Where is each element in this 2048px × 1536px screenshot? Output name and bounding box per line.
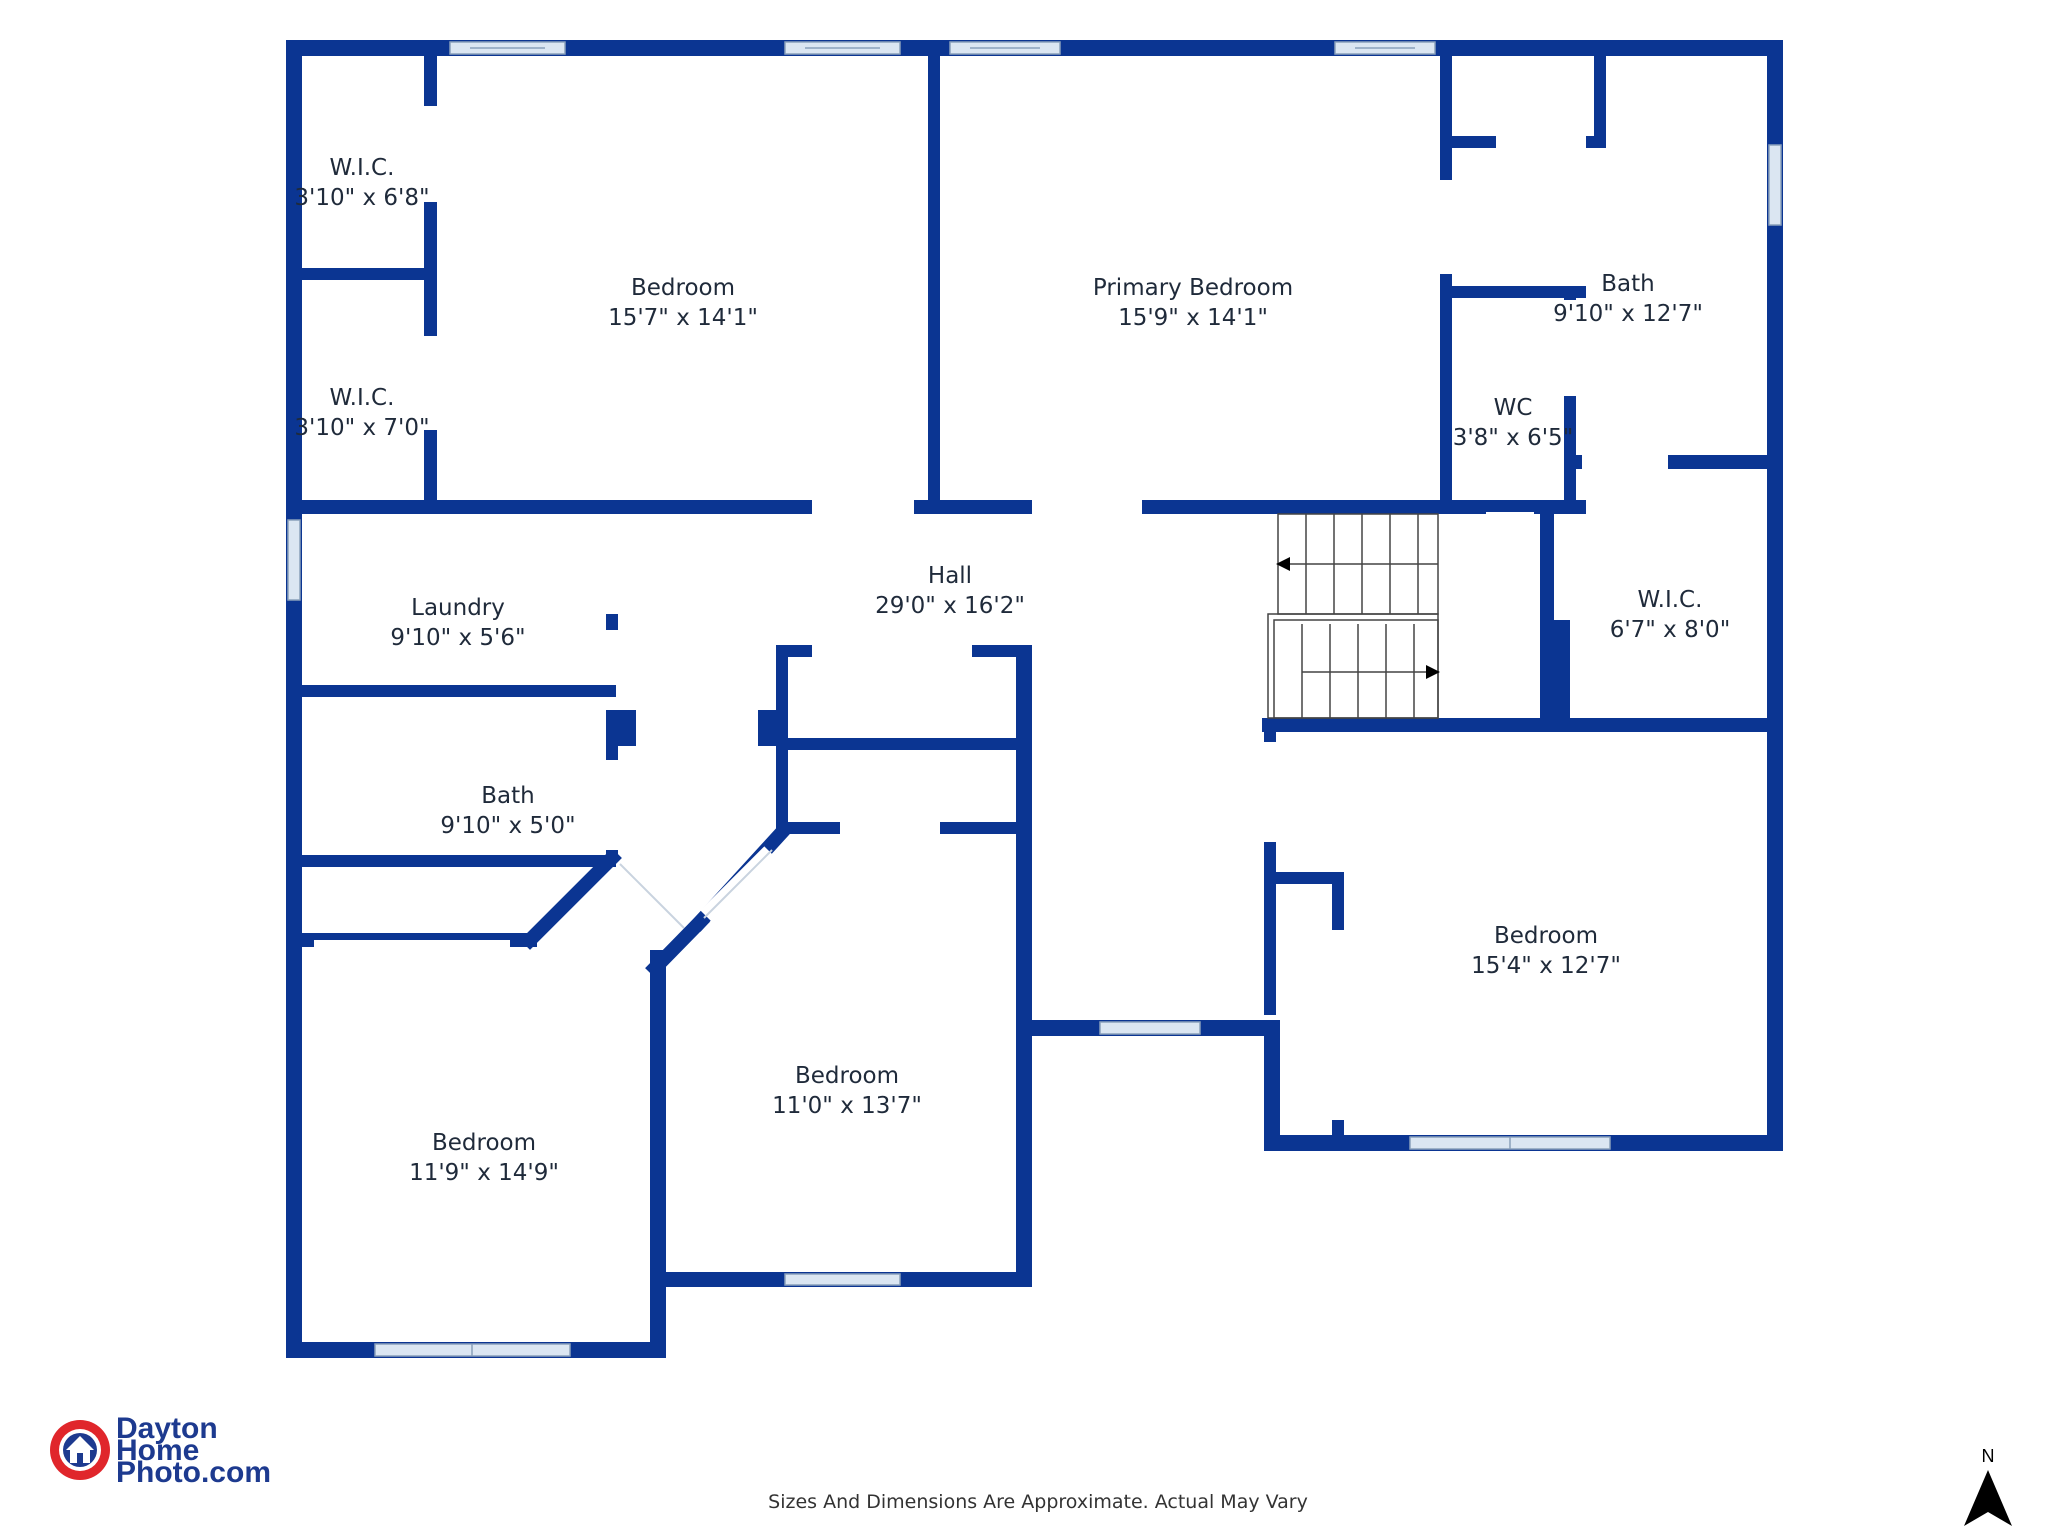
room-dims: 15'9" x 14'1" [1118,305,1268,331]
room-name: W.I.C. [330,155,395,181]
room-dims: 3'10" x 7'0" [294,415,429,441]
stair-arrows [1276,557,1440,679]
logo-line-2: Home [116,1434,199,1467]
room-dims: 3'10" x 6'8" [294,185,429,211]
house-badge-icon [50,1420,110,1480]
room-dims: 9'10" x 5'0" [440,813,575,839]
room-name: Bedroom [432,1130,536,1156]
room-dims: 15'4" x 12'7" [1471,953,1621,979]
logo-line-3: Photo.com [116,1456,271,1489]
room-name: Hall [928,563,972,589]
room-name: W.I.C. [1638,587,1703,613]
room-dims: 15'7" x 14'1" [608,305,758,331]
north-arrow-icon [1964,1470,2012,1526]
brand-logo: Dayton Home Photo.com [50,1412,271,1489]
room-name: Bath [1601,271,1654,297]
windows [287,41,1782,1357]
openings [314,106,1668,1120]
room-name: Bedroom [1494,923,1598,949]
room-dims: 29'0" x 16'2" [875,593,1025,619]
room-dims: 3'8" x 6'5" [1453,425,1574,451]
walls [286,40,1783,1358]
room-dims: 11'0" x 13'7" [772,1093,922,1119]
room-name: W.I.C. [330,385,395,411]
door-thresholds [619,849,773,929]
room-dims: 9'10" x 12'7" [1553,301,1703,327]
room-name: WC [1494,395,1533,421]
logo-line-1: Dayton [116,1412,218,1445]
stairs [1267,513,1439,719]
room-labels: W.I.C. 3'10" x 6'8" W.I.C. 3'10" x 7'0" … [294,155,1730,1186]
room-name: Bath [481,783,534,809]
north-arrow: N [1964,1446,2012,1526]
room-name: Laundry [411,595,505,621]
room-name: Primary Bedroom [1093,275,1293,301]
room-dims: 9'10" x 5'6" [390,625,525,651]
compass-label: N [1982,1446,1995,1466]
room-name: Bedroom [795,1063,899,1089]
room-dims: 6'7" x 8'0" [1610,617,1731,643]
room-dims: 11'9" x 14'9" [409,1160,559,1186]
room-name: Bedroom [631,275,735,301]
disclaimer: Sizes And Dimensions Are Approximate. Ac… [768,1491,1308,1513]
